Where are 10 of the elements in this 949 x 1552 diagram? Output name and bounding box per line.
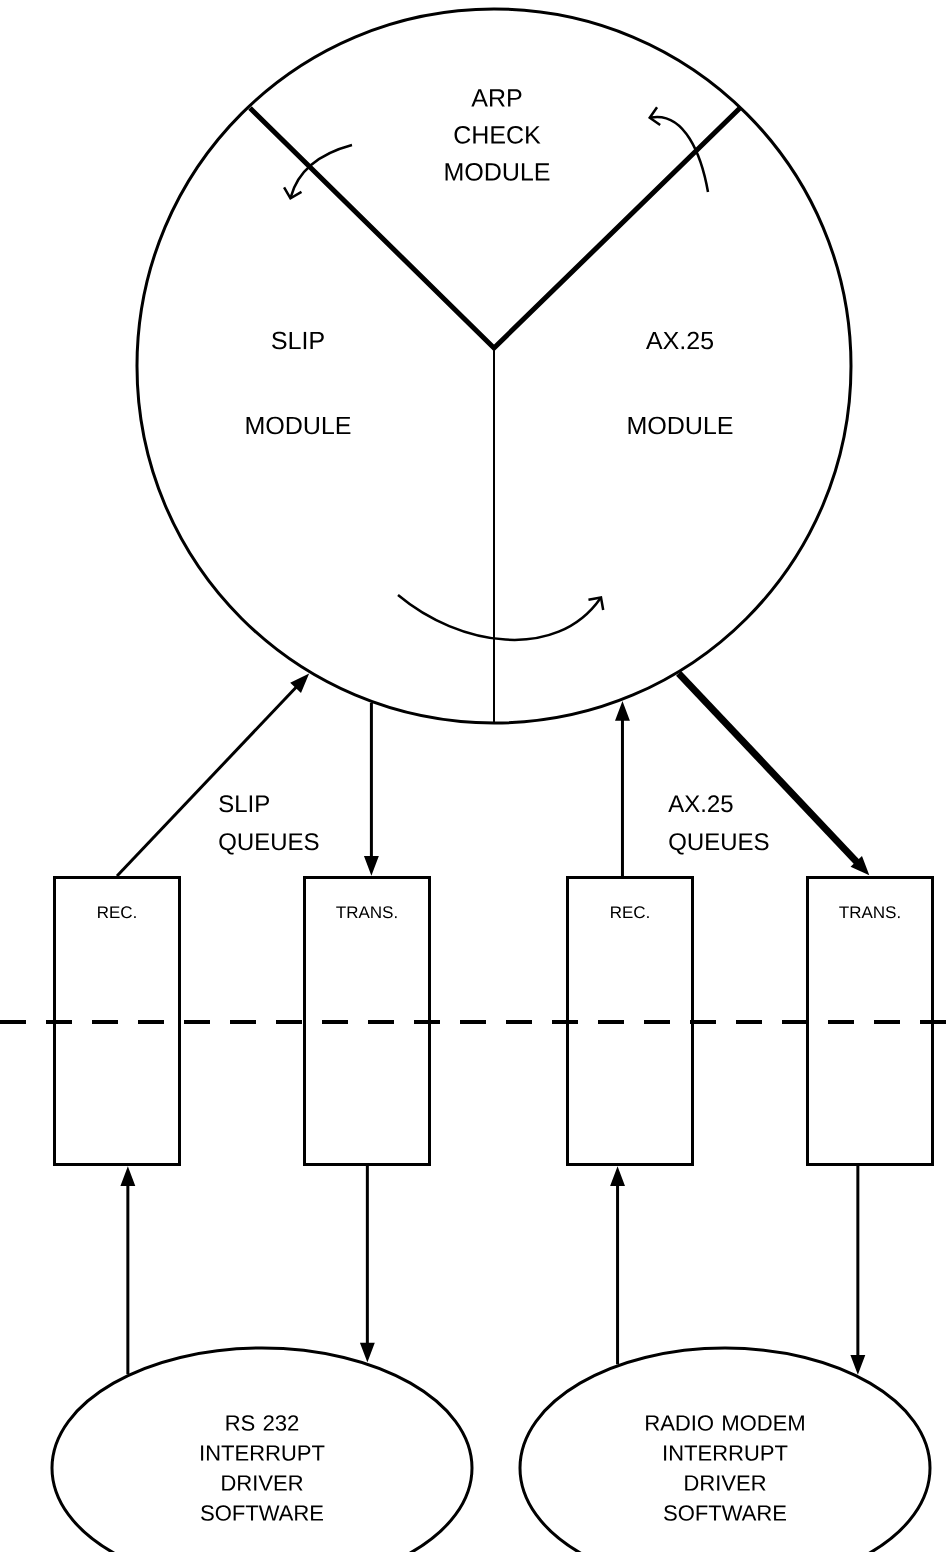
queue-box: REC.	[566, 876, 694, 1166]
queue-box: REC.	[53, 876, 181, 1166]
queue-box: TRANS.	[303, 876, 431, 1166]
queue-label: AX.25 QUEUES	[668, 795, 769, 855]
queue-box: TRANS.	[806, 876, 934, 1166]
module-label: AX.25 MODULE	[628, 331, 733, 435]
queue-label: SLIP QUEUES	[219, 795, 319, 855]
module-label: ARP CHECK MODULE	[445, 89, 550, 181]
module-label: SLIP MODULE	[246, 331, 351, 435]
module-circle	[135, 7, 853, 725]
